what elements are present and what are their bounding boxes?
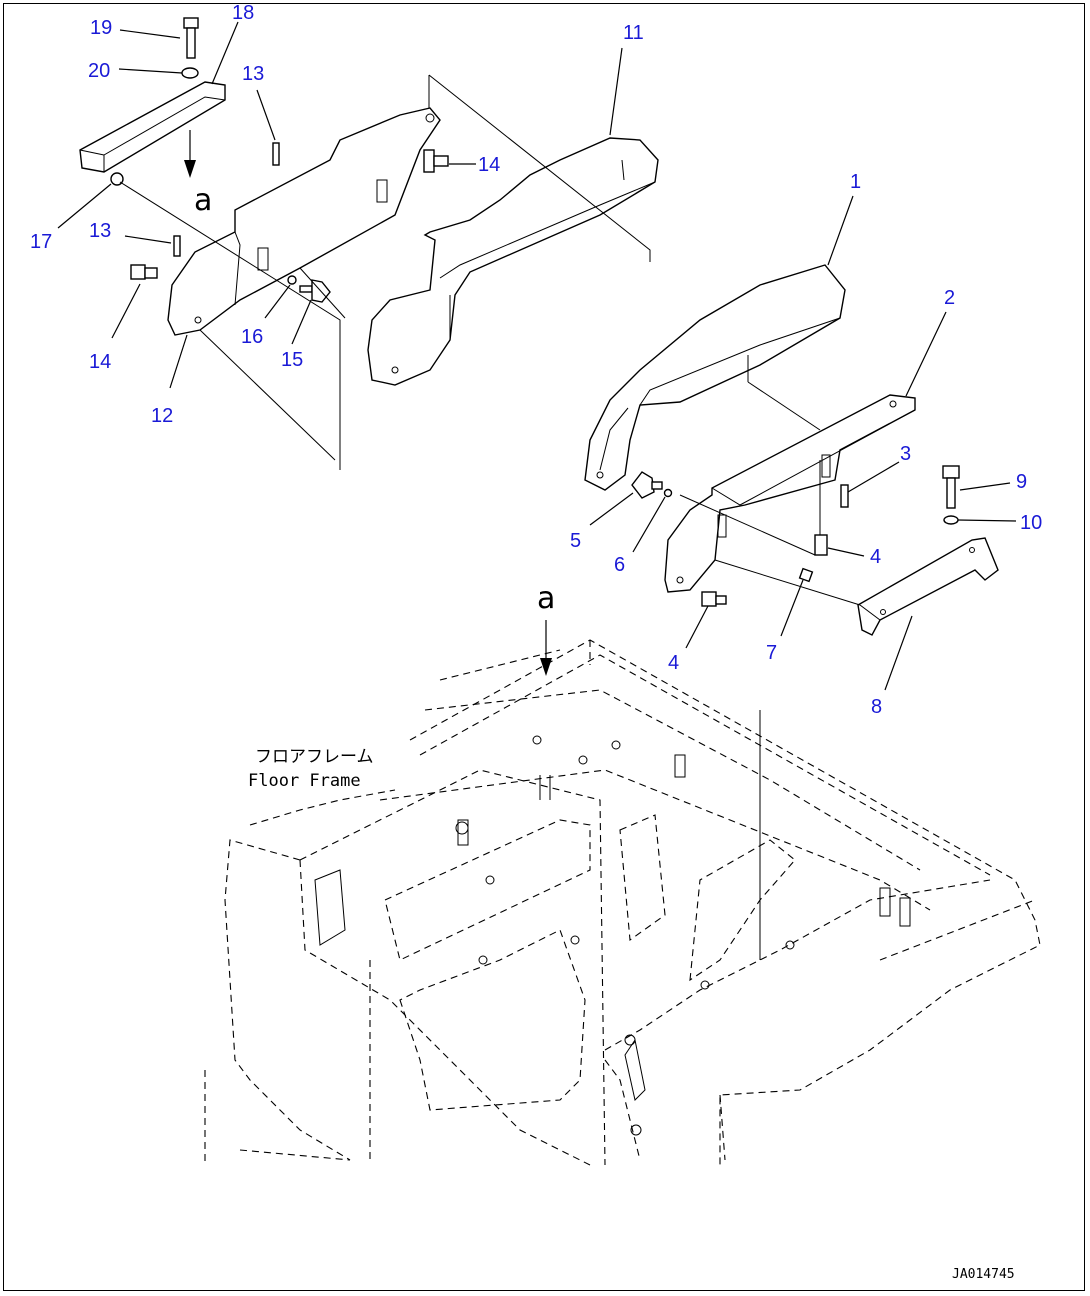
- callout-12[interactable]: 12: [151, 405, 173, 427]
- floor-frame: [204, 639, 1041, 1166]
- callout-1[interactable]: 1: [850, 171, 861, 193]
- view-marker-top: a: [194, 183, 212, 218]
- bolt-14-upper: [423, 149, 449, 173]
- construction-line: [428, 74, 651, 262]
- callout-14-upper[interactable]: 14: [478, 154, 500, 176]
- pin-13-upper: [272, 142, 280, 166]
- callout-16[interactable]: 16: [241, 326, 263, 348]
- callout-8[interactable]: 8: [871, 696, 882, 718]
- callout-6[interactable]: 6: [614, 554, 625, 576]
- washer-16: [287, 275, 297, 285]
- washer-10: [943, 515, 959, 525]
- construction-line: [299, 267, 346, 319]
- bracket-8: [857, 537, 999, 636]
- pin-3: [840, 484, 849, 508]
- bolt-14-lower: [130, 264, 158, 280]
- floor-frame-label-jp: フロアフレーム: [255, 747, 374, 767]
- pin-13-lower: [173, 235, 181, 257]
- callout-7[interactable]: 7: [766, 642, 777, 664]
- callout-2[interactable]: 2: [944, 287, 955, 309]
- arrow-a-frame-head: [540, 658, 552, 676]
- callout-10[interactable]: 10: [1020, 512, 1042, 534]
- bolt-19: [183, 17, 199, 59]
- callout-11[interactable]: 11: [623, 22, 644, 44]
- callout-18[interactable]: 18: [232, 2, 254, 24]
- callout-4-lower[interactable]: 4: [668, 652, 679, 674]
- construction-line: [119, 181, 341, 470]
- callout-15[interactable]: 15: [281, 349, 303, 371]
- callout-13-lower[interactable]: 13: [89, 220, 111, 242]
- callout-17[interactable]: 17: [30, 231, 52, 253]
- bolt-4-upper: [814, 460, 828, 556]
- bolt-4-lower: [701, 591, 727, 607]
- callout-9[interactable]: 9: [1016, 471, 1027, 493]
- bolt-9: [942, 465, 960, 509]
- callout-14-lower[interactable]: 14: [89, 351, 111, 373]
- view-marker-bottom: a: [537, 581, 555, 616]
- knob-15: [299, 279, 331, 303]
- construction-line: [199, 329, 336, 461]
- nut-7: [798, 567, 814, 583]
- callout-5[interactable]: 5: [570, 530, 581, 552]
- arrow-a-head: [184, 160, 196, 178]
- construction-line: [714, 559, 861, 606]
- bracket-2: [664, 394, 916, 593]
- callout-20[interactable]: 20: [88, 60, 110, 82]
- leader-lines: [57, 21, 1017, 691]
- armrest-pad-1: [584, 264, 846, 491]
- armrest-cover-11: [367, 137, 659, 386]
- callout-13-upper[interactable]: 13: [242, 63, 264, 85]
- diagram-border: [3, 3, 1085, 1291]
- bracket-18: [79, 81, 226, 173]
- washer-6: [663, 488, 673, 498]
- drawing-code: JA014745: [952, 1267, 1015, 1282]
- floor-frame-label-en: Floor Frame: [248, 771, 361, 791]
- washer-20: [181, 67, 199, 79]
- construction-line: [679, 494, 816, 556]
- bracket-12: [167, 107, 441, 336]
- callout-4-upper[interactable]: 4: [870, 546, 881, 568]
- callout-3[interactable]: 3: [900, 443, 911, 465]
- construction-line: [747, 381, 821, 431]
- callout-19[interactable]: 19: [90, 17, 112, 39]
- knob-5: [631, 471, 663, 499]
